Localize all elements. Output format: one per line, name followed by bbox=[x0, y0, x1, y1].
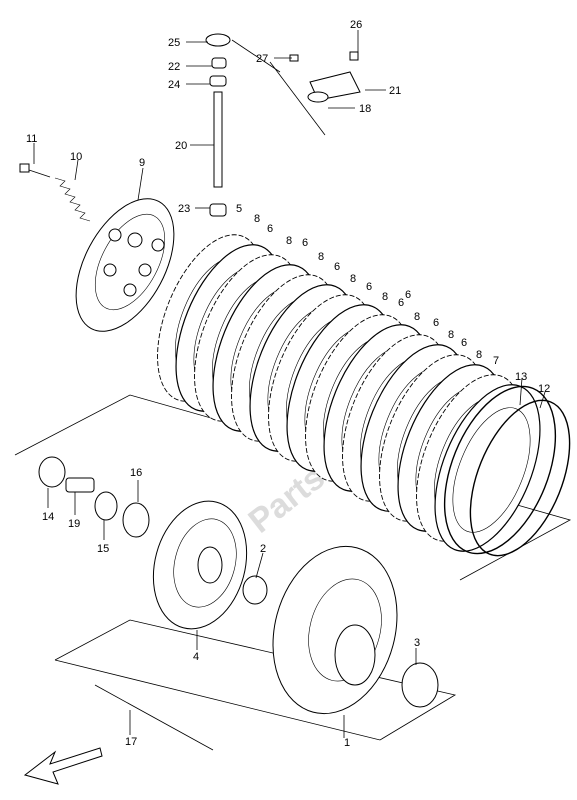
label-3: 3 bbox=[414, 637, 420, 649]
label-17: 17 bbox=[125, 736, 137, 748]
small-parts bbox=[38, 456, 150, 538]
label-8f: 8 bbox=[414, 311, 420, 323]
label-8d: 8 bbox=[350, 273, 356, 285]
label-8h: 8 bbox=[476, 349, 482, 361]
label-20: 20 bbox=[175, 140, 187, 152]
part-number-labels: 1 2 3 4 5 6 6 6 6 6 6 6 6 7 8 8 8 8 8 8 … bbox=[26, 19, 550, 749]
release-arm bbox=[289, 51, 361, 103]
label-8b: 8 bbox=[286, 235, 292, 247]
label-6a: 6 bbox=[267, 223, 273, 235]
label-27: 27 bbox=[256, 53, 268, 65]
label-14: 14 bbox=[42, 511, 54, 523]
spring-washer-ring bbox=[443, 385, 557, 555]
leader-lines bbox=[33, 30, 546, 738]
primary-driven-gear bbox=[272, 545, 439, 715]
label-6d: 6 bbox=[366, 281, 372, 293]
spring-and-bolt bbox=[19, 163, 91, 222]
label-16: 16 bbox=[130, 467, 142, 479]
label-21: 21 bbox=[389, 85, 401, 97]
label-1: 1 bbox=[344, 737, 350, 749]
label-15: 15 bbox=[97, 543, 109, 555]
label-6f: 6 bbox=[405, 289, 411, 301]
label-8c: 8 bbox=[318, 251, 324, 263]
label-7: 7 bbox=[493, 355, 499, 367]
label-24: 24 bbox=[168, 79, 180, 91]
label-25: 25 bbox=[168, 37, 180, 49]
label-23: 23 bbox=[178, 203, 190, 215]
label-8e: 8 bbox=[382, 291, 388, 303]
label-6g: 6 bbox=[433, 317, 439, 329]
push-rod bbox=[94, 684, 214, 751]
release-shaft-assembly bbox=[205, 33, 231, 217]
label-6h: 6 bbox=[461, 337, 467, 349]
label-26: 26 bbox=[350, 19, 362, 31]
label-9: 9 bbox=[139, 157, 145, 169]
label-4: 4 bbox=[193, 651, 199, 663]
clutch-sleeve-hub bbox=[152, 500, 268, 630]
label-11: 11 bbox=[26, 133, 37, 145]
label-8g: 8 bbox=[448, 329, 454, 341]
label-10: 10 bbox=[70, 151, 82, 163]
label-12: 12 bbox=[538, 383, 550, 395]
label-13: 13 bbox=[515, 371, 527, 383]
spring-washer-seat bbox=[469, 399, 571, 557]
pressure-plate bbox=[75, 198, 175, 332]
label-18: 18 bbox=[359, 103, 371, 115]
label-8a: 8 bbox=[254, 213, 260, 225]
clutch-plate-inner-edge bbox=[452, 407, 531, 533]
label-6e: 6 bbox=[398, 297, 404, 309]
clutch-plate-stack bbox=[157, 234, 571, 557]
label-19: 19 bbox=[68, 518, 80, 530]
label-6c: 6 bbox=[334, 261, 340, 273]
label-2: 2 bbox=[260, 543, 266, 555]
label-6b: 6 bbox=[302, 237, 308, 249]
label-5: 5 bbox=[236, 203, 242, 215]
label-22: 22 bbox=[168, 61, 180, 73]
front-direction-arrow-icon bbox=[23, 747, 103, 785]
